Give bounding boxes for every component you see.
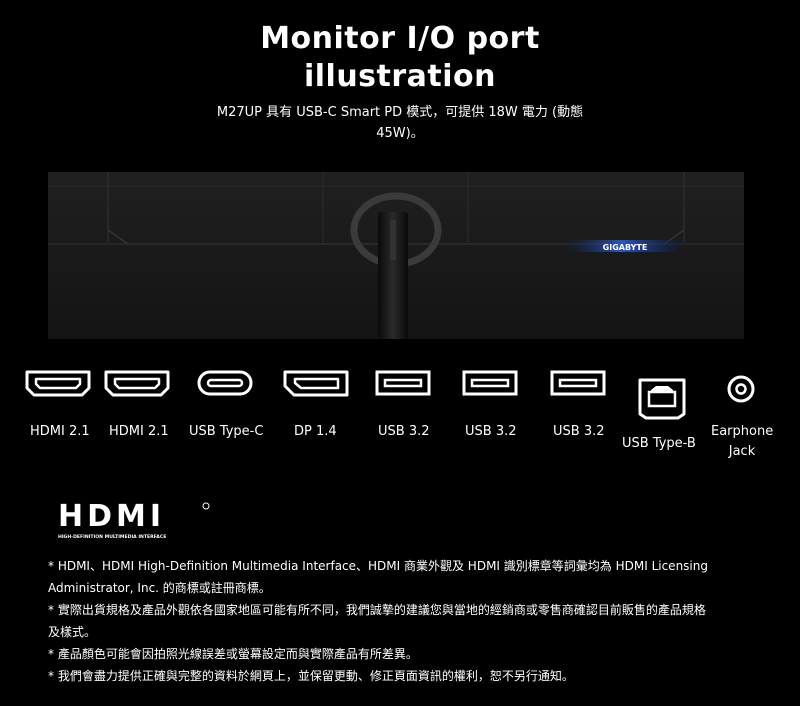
note-4: * 我們會盡力提供正確與完整的資料於網頁上，並保留更動、修正頁面資訊的權利，恕不…: [48, 665, 788, 687]
port-label-earphone-jack: Earphone Jack: [711, 422, 773, 462]
port-label-usb-a-2: USB 3.2: [465, 424, 517, 439]
hdmi-logo-icon: HDMI HIGH-DEFINITION MULTIMEDIA INTERFAC…: [58, 499, 210, 540]
usb-a-port-icon: [462, 370, 518, 396]
hdmi-tagline: HIGH-DEFINITION MULTIMEDIA INTERFACE: [58, 534, 166, 540]
note-2-line-1: * 實際出貨規格及產品外觀依各國家地區可能有所不同，我們誠摯的建議您與當地的經銷…: [48, 603, 706, 617]
subtitle-line-2: 45W)。: [376, 126, 424, 141]
brand-text: GIGABYTE: [603, 243, 648, 252]
page-subtitle: M27UP 具有 USB-C Smart PD 模式，可提供 18W 電力 (動…: [200, 102, 600, 144]
page-title: Monitor I/O port illustration: [0, 20, 800, 96]
port-list: HDMI 2.1 HDMI 2.1 USB Type-C DP 1.4 USB …: [0, 368, 800, 468]
earphone-jack-icon: [727, 375, 755, 403]
note-2: * 實際出貨規格及產品外觀依各國家地區可能有所不同，我們誠摯的建議您與當地的經銷…: [48, 599, 788, 643]
monitor-back-photo: GIGABYTE: [48, 172, 744, 339]
note-3-line-1: * 產品顏色可能會因拍照光線誤差或螢幕設定而與實際產品有所差異。: [48, 647, 418, 661]
port-label-displayport: DP 1.4: [294, 424, 337, 439]
hdmi-wordmark: HDMI: [58, 499, 165, 534]
earphone-label-line-1: Earphone: [711, 424, 774, 439]
port-label-hdmi-2: HDMI 2.1: [109, 424, 169, 439]
title-line-1: Monitor I/O port: [260, 21, 540, 56]
note-4-line-1: * 我們會盡力提供正確與完整的資料於網頁上，並保留更動、修正頁面資訊的權利，恕不…: [48, 669, 574, 683]
port-label-usb-a-1: USB 3.2: [378, 424, 430, 439]
note-1: * HDMI、HDMI High-Definition Multimedia I…: [48, 555, 788, 599]
note-3: * 產品顏色可能會因拍照光線誤差或螢幕設定而與實際產品有所差異。: [48, 643, 788, 665]
brand-light-bar: [560, 240, 684, 252]
hdmi-port-icon: [25, 370, 91, 397]
note-1-line-2: Administrator, Inc. 的商標或註冊商標。: [48, 581, 271, 595]
usb-a-port-icon: [375, 370, 431, 396]
hdmi-logo: HDMI HIGH-DEFINITION MULTIMEDIA INTERFAC…: [56, 498, 226, 548]
note-2-line-2: 及樣式。: [48, 625, 97, 639]
port-label-usb-a-3: USB 3.2: [553, 424, 605, 439]
usb-a-port-icon: [550, 370, 606, 396]
hdmi-port-icon: [104, 370, 170, 397]
title-line-2: illustration: [303, 59, 497, 94]
displayport-icon: [283, 370, 349, 397]
earphone-label-line-2: Jack: [728, 444, 756, 459]
stand-neck: [378, 212, 408, 339]
subtitle-line-1: M27UP 具有 USB-C Smart PD 模式，可提供 18W 電力 (動…: [216, 105, 584, 120]
usb-b-port-icon: [638, 378, 686, 420]
port-label-usb-b: USB Type-B: [622, 436, 696, 451]
disclaimer-notes: * HDMI、HDMI High-Definition Multimedia I…: [48, 555, 788, 687]
port-label-usb-c: USB Type-C: [189, 424, 264, 439]
port-label-hdmi-1: HDMI 2.1: [30, 424, 90, 439]
note-1-line-1: * HDMI、HDMI High-Definition Multimedia I…: [48, 559, 708, 573]
usb-c-port-icon: [197, 370, 253, 396]
